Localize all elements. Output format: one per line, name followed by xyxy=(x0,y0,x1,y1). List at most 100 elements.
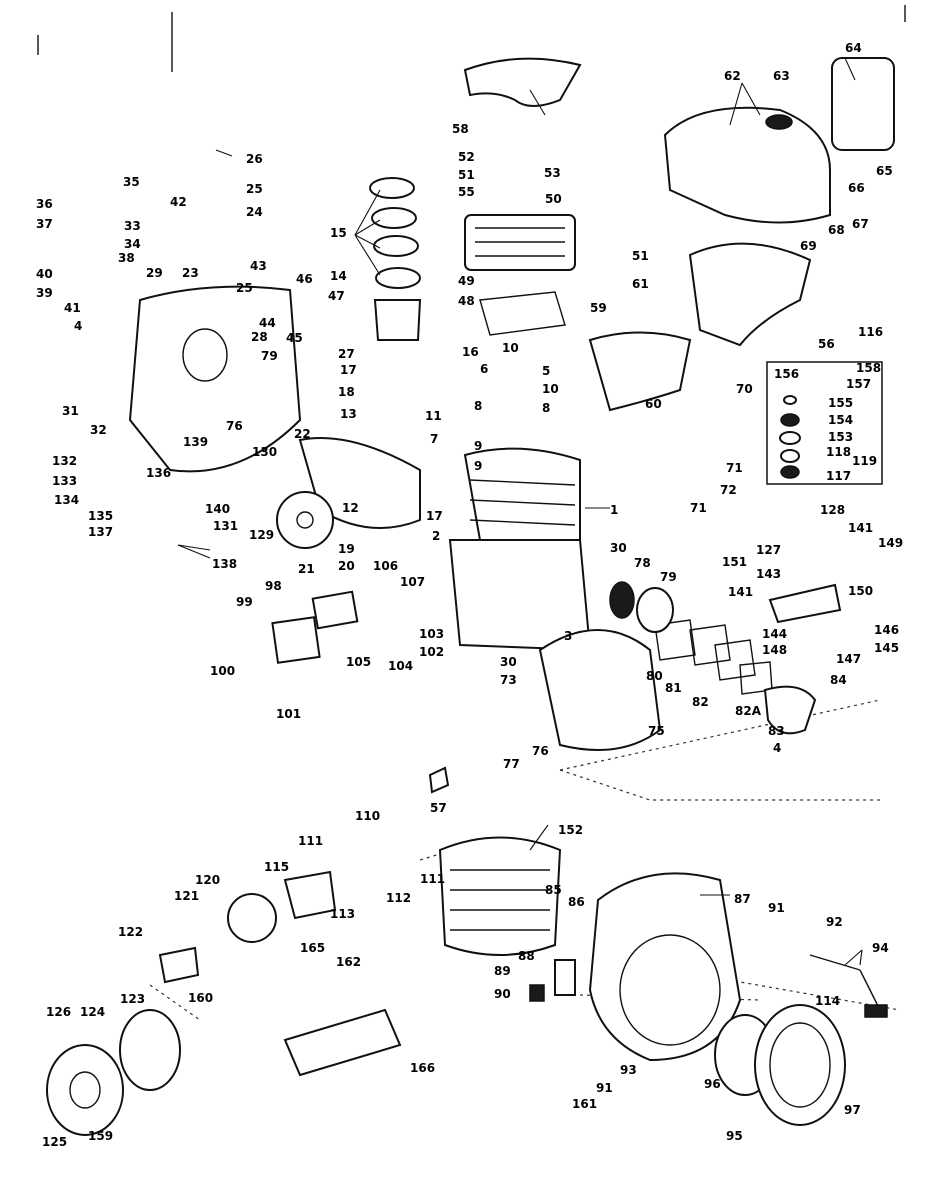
part-number-label: 30 xyxy=(610,541,627,555)
part-number-label: 9 xyxy=(474,439,482,453)
part-number-label: 111 xyxy=(298,834,323,848)
leader-lines xyxy=(177,57,863,966)
part-number-label: 1 xyxy=(610,503,618,517)
part-number-label: 145 xyxy=(874,641,899,655)
part-number-label: 95 xyxy=(726,1129,743,1143)
part-number-label: 55 xyxy=(458,185,475,199)
part-number-label: 46 xyxy=(296,272,313,286)
part-number-label: 156 xyxy=(774,367,799,381)
cylinder-fins xyxy=(469,479,576,526)
part-number-label: 71 xyxy=(690,501,707,515)
part-number-label: 5 xyxy=(542,364,550,378)
part-number-label: 41 xyxy=(64,301,81,315)
part-number-label: 18 xyxy=(338,385,355,399)
part-number-label: 4 xyxy=(773,741,781,755)
part-number-label: 27 xyxy=(338,347,355,361)
part-number-label: 3 xyxy=(564,629,572,643)
part-number-label: 52 xyxy=(458,150,475,164)
plate-98 xyxy=(311,590,359,630)
part-number-label: 143 xyxy=(756,567,781,581)
plate-99 xyxy=(271,616,321,664)
part-number-label: 129 xyxy=(249,528,274,542)
scan-marks xyxy=(37,5,906,72)
part-number-label: 88 xyxy=(518,949,535,963)
part-number-label: 76 xyxy=(532,744,549,758)
part-number-label: 64 xyxy=(845,41,862,55)
part-number-label: 83 xyxy=(768,724,785,738)
part-number-label: 136 xyxy=(146,466,171,480)
part-number-label: 7 xyxy=(430,432,438,446)
clutch-bracket xyxy=(283,870,337,920)
part-number-label: 101 xyxy=(276,707,301,721)
part-number-label: 162 xyxy=(336,955,361,969)
piston-rings xyxy=(369,177,421,289)
part-number-label: 87 xyxy=(734,892,751,906)
part-number-label: 68 xyxy=(828,223,845,237)
part-number-label: 151 xyxy=(722,555,747,569)
part-number-label: 20 xyxy=(338,559,355,573)
part-number-label: 16 xyxy=(462,345,479,359)
part-number-label: 93 xyxy=(620,1063,637,1077)
part-number-label: 2 xyxy=(432,529,440,543)
part-number-label: 124 xyxy=(80,1005,105,1019)
part-number-label: 130 xyxy=(252,445,277,459)
part-number-label: 73 xyxy=(500,673,517,687)
blower-housing xyxy=(538,629,662,751)
side-shroud xyxy=(588,331,692,412)
bracket-57 xyxy=(428,766,450,794)
part-number-label: 4 xyxy=(74,319,82,333)
part-number-label: 85 xyxy=(545,883,562,897)
part-number-label: 158 xyxy=(856,361,881,375)
part-number-label: 45 xyxy=(286,331,303,345)
part-number-label: 23 xyxy=(182,266,199,280)
part-number-label: 153 xyxy=(828,430,853,444)
part-number-label: 131 xyxy=(213,519,238,533)
baffle-88 xyxy=(554,959,576,996)
part-number-label: 115 xyxy=(264,860,289,874)
part-number-label: 79 xyxy=(261,349,278,363)
part-number-label: 123 xyxy=(120,992,145,1006)
part-number-label: 82A xyxy=(735,704,762,718)
part-number-label: 65 xyxy=(876,164,893,178)
bearing-seal xyxy=(182,328,228,382)
part-number-label: 105 xyxy=(346,655,371,669)
part-number-label: 127 xyxy=(756,543,781,557)
part-number-label: 17 xyxy=(426,509,443,523)
part-number-label: 12 xyxy=(342,501,359,515)
part-number-label: 117 xyxy=(826,469,851,483)
fuel-cap xyxy=(765,114,793,130)
part-number-label: 29 xyxy=(146,266,163,280)
part-number-label: 104 xyxy=(388,659,413,673)
part-number-label: 9 xyxy=(474,459,482,473)
part-number-label: 107 xyxy=(400,575,425,589)
part-number-label: 60 xyxy=(645,397,662,411)
part-number-label: 8 xyxy=(474,399,482,413)
part-number-label: 150 xyxy=(848,584,873,598)
bracket-90 xyxy=(529,984,545,1002)
part-number-label: 80 xyxy=(646,669,663,683)
part-number-label: 86 xyxy=(568,895,585,909)
part-number-label: 113 xyxy=(330,907,355,921)
part-number-label: 98 xyxy=(265,579,282,593)
decal-sheet xyxy=(283,1008,402,1077)
part-number-label: 50 xyxy=(545,192,562,206)
part-number-label: 79 xyxy=(660,570,677,584)
part-number-label: 114 xyxy=(815,994,840,1008)
drive-plate xyxy=(227,893,277,943)
part-number-label: 40 xyxy=(36,267,53,281)
part-number-label: 126 xyxy=(46,1005,71,1019)
part-number-label: 138 xyxy=(212,557,237,571)
part-number-label: 62 xyxy=(724,69,741,83)
part-number-label: 10 xyxy=(542,382,559,396)
part-number-label: 137 xyxy=(88,525,113,539)
part-number-label: 160 xyxy=(188,991,213,1005)
part-number-label: 157 xyxy=(846,377,871,391)
part-number-label: 10 xyxy=(502,341,519,355)
fan-housing xyxy=(588,872,742,1062)
part-number-label: 102 xyxy=(419,645,444,659)
part-number-label: 84 xyxy=(830,673,847,687)
part-number-label: 78 xyxy=(634,556,651,570)
part-number-label: 17 xyxy=(340,363,357,377)
tank-bracket xyxy=(688,242,812,347)
